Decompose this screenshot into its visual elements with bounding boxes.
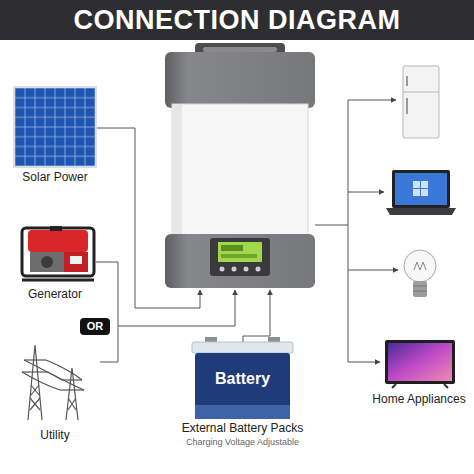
battery-box: BatteryExternal Battery PacksCharging Vo… <box>160 353 325 447</box>
inverter-part <box>165 234 315 288</box>
diagram-title: CONNECTION DIAGRAM <box>0 0 474 40</box>
light-bulb-part <box>404 250 436 282</box>
node-heading: Generator <box>5 287 105 301</box>
utility-pylons-part <box>24 359 46 360</box>
node-heading: Battery <box>160 353 325 405</box>
node-note: Charging Voltage Adjustable <box>160 437 325 447</box>
inverter-part <box>172 104 308 240</box>
grid-wire <box>118 290 235 326</box>
source-label: Solar Power <box>5 170 105 184</box>
inverter-part <box>165 52 315 108</box>
generator-part <box>41 256 53 268</box>
light-bulb-part <box>414 262 426 270</box>
node-heading: Utility <box>5 428 105 442</box>
inverter-part <box>221 245 243 251</box>
battery-part <box>195 405 290 419</box>
generator-part <box>22 279 94 282</box>
source-label: Utility <box>5 428 105 442</box>
inverter <box>165 43 315 288</box>
inverter-part <box>221 254 257 258</box>
bulb-wire <box>348 270 398 271</box>
utility-pylons-part <box>31 385 39 395</box>
utility-pylons-part <box>30 398 40 410</box>
laptop-part <box>392 170 450 208</box>
battery-part <box>192 342 293 353</box>
solar-panel <box>13 86 97 168</box>
utility-pylons-part <box>68 398 76 410</box>
utility-pylons <box>22 345 84 420</box>
television-part <box>444 384 448 388</box>
solar-panel-part <box>13 86 97 168</box>
television <box>385 340 455 388</box>
refrigerator-part <box>403 66 439 138</box>
appliance-label: Home Appliances <box>368 392 470 406</box>
utility-pylons-part <box>28 345 42 420</box>
light-bulb-part <box>413 291 427 292</box>
inverter-part <box>172 104 182 240</box>
output-bus <box>348 100 349 362</box>
laptop-part <box>421 181 428 188</box>
wires <box>96 100 398 362</box>
utility-pylons-part <box>22 360 84 390</box>
laptop-wire <box>348 192 384 193</box>
battery-wire <box>243 290 270 342</box>
laptop-part <box>413 181 420 188</box>
utility-pylons-part <box>31 385 39 395</box>
node-note: External Battery Packs <box>160 421 325 435</box>
laptop-part <box>395 173 447 205</box>
light-bulb-part <box>413 286 427 287</box>
refrigerator-part <box>403 92 439 93</box>
refrigerator <box>403 66 439 138</box>
utility-pylons-part <box>30 398 40 410</box>
generator-part <box>64 252 88 272</box>
inverter-part <box>220 267 225 272</box>
inverter-part <box>232 267 237 272</box>
output-wire <box>315 225 348 226</box>
generator-wire <box>96 262 118 362</box>
generator-part <box>28 230 88 252</box>
tv-wire <box>348 362 380 363</box>
inverter-part <box>244 267 249 272</box>
light-bulb-part <box>413 281 427 297</box>
inverter-part <box>218 242 262 262</box>
laptop-part <box>421 189 428 196</box>
television-part <box>388 343 452 381</box>
laptop <box>386 170 456 215</box>
node-heading: OR <box>80 318 110 335</box>
or-badge: OR <box>80 318 110 335</box>
generator-part <box>22 228 94 276</box>
utility-pylons-part <box>60 389 84 390</box>
utility-pylons-part <box>68 398 76 410</box>
light-bulb <box>404 250 436 297</box>
television-part <box>385 340 455 384</box>
inverter-part <box>210 238 270 276</box>
generator-part <box>50 226 62 231</box>
generator-part <box>70 256 82 264</box>
laptop-part <box>413 189 420 196</box>
utility-pylons-part <box>22 371 48 372</box>
inverter-part <box>203 47 277 52</box>
solar-panel-part <box>15 88 95 166</box>
node-heading: Home Appliances <box>368 392 470 406</box>
node-heading: Solar Power <box>5 170 105 184</box>
fridge-wire <box>348 100 396 101</box>
source-label: Generator <box>5 287 105 301</box>
refrigerator-part <box>406 76 408 86</box>
television-part <box>392 384 396 388</box>
inverter-part <box>256 267 261 272</box>
laptop-part <box>386 208 456 215</box>
generator <box>22 226 94 280</box>
generator-part <box>30 252 64 272</box>
refrigerator-part <box>406 98 408 114</box>
